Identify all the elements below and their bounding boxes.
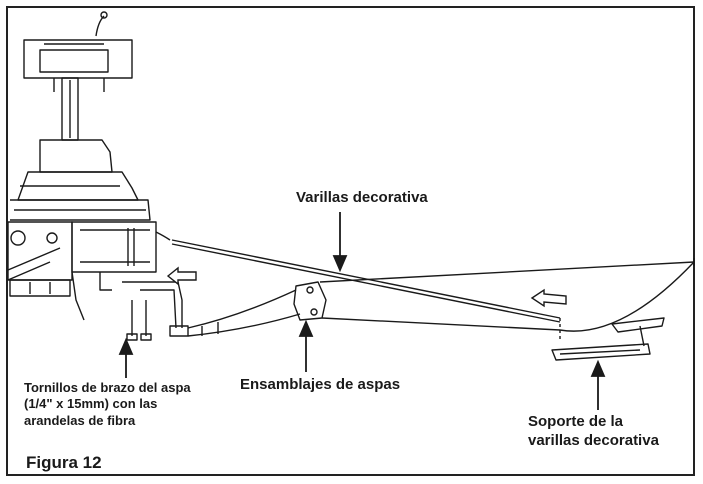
- decorative-rod-bracket: [551, 317, 665, 361]
- arrow-left-icon: [530, 288, 567, 308]
- label-varillas-decorativa: Varillas decorativa: [296, 189, 428, 206]
- callout-arrow-soporte: [590, 359, 606, 410]
- downrod: [61, 77, 79, 141]
- figure-frame: [6, 6, 695, 476]
- callout-arrow-tornillos: [118, 337, 134, 378]
- fan-blade: [319, 258, 695, 332]
- label-tornillos: Tornillos de brazo del aspa (1/4" x 15mm…: [24, 380, 224, 429]
- figure-caption: Figura 12: [26, 453, 102, 472]
- blade-arm: [187, 281, 327, 337]
- label-tornillos-line-2: (1/4" x 15mm) con las: [24, 396, 158, 412]
- label-tornillos-line-1: Tornillos de brazo del aspa: [24, 380, 191, 395]
- blade-arm-connector: [122, 231, 189, 337]
- motor-housing: [7, 139, 157, 321]
- label-soporte-line-1: Soporte de la: [528, 413, 624, 430]
- label-ensamblajes-de-aspas: Ensamblajes de aspas: [240, 376, 401, 393]
- label-soporte: Soporte de la varillas decorativa: [528, 413, 698, 451]
- label-soporte-line-2: varillas decorativa: [528, 431, 659, 449]
- label-tornillos-line-3: arandelas de fibra: [24, 412, 136, 428]
- arrow-left-icon: [166, 266, 197, 286]
- decorative-rod: [171, 239, 561, 342]
- blade-arm-screws: [126, 300, 152, 341]
- callout-arrow-ensamblajes: [298, 319, 314, 372]
- callout-arrow-varillas: [332, 212, 348, 273]
